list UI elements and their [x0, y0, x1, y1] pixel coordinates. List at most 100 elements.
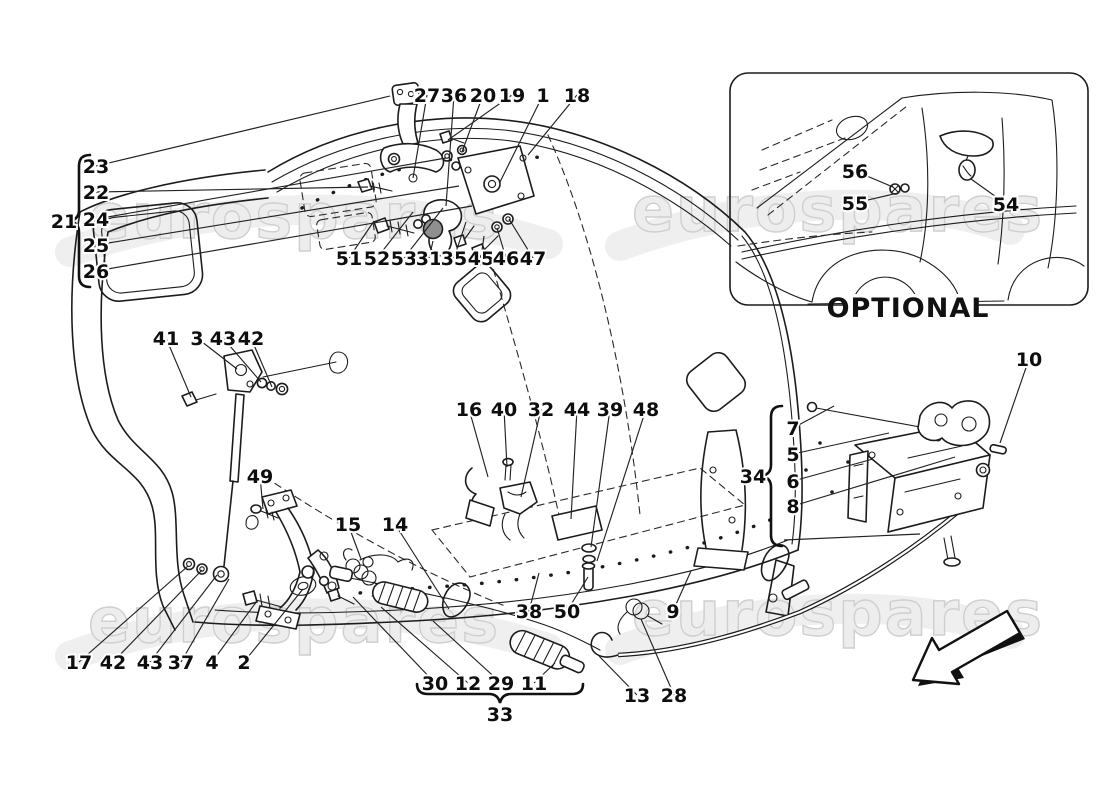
callout-14: 14	[382, 514, 408, 536]
callout-6: 6	[786, 471, 799, 493]
callout-1: 1	[536, 85, 549, 107]
group-braces	[69, 153, 784, 704]
leader-line-7	[792, 405, 835, 429]
callout-18: 18	[564, 85, 590, 107]
callout-40: 40	[491, 399, 517, 421]
leader-line-5	[792, 432, 890, 455]
callout-36: 36	[441, 85, 467, 107]
callout-leader-lines	[78, 94, 1030, 696]
rear-hinge-assembly	[182, 489, 380, 630]
leader-line-49	[259, 475, 264, 510]
callout-56: 56	[842, 161, 868, 183]
callout-15: 15	[335, 514, 361, 536]
watermark-text-1: eurospares	[632, 173, 1044, 246]
leader-line-46	[496, 227, 507, 259]
leader-line-53	[403, 207, 444, 259]
callout-4: 4	[205, 652, 218, 674]
callout-47: 47	[520, 248, 546, 270]
leader-line-16	[468, 408, 489, 478]
callout-35: 35	[441, 248, 467, 270]
callout-38: 38	[516, 601, 542, 623]
group-label-33: 33	[487, 704, 513, 726]
callout-3: 3	[190, 328, 203, 350]
callout-19: 19	[499, 85, 525, 107]
leader-line-44	[570, 408, 578, 520]
callout-25: 25	[83, 235, 109, 257]
callout-2: 2	[237, 652, 250, 674]
callout-46: 46	[493, 248, 519, 270]
leader-line-23	[95, 95, 391, 167]
callout-43: 43	[210, 328, 236, 350]
callout-22: 22	[83, 182, 109, 204]
callout-49: 49	[247, 466, 273, 488]
leader-line-35	[453, 221, 467, 259]
leader-line-47	[508, 218, 534, 259]
leader-line-45	[480, 235, 485, 259]
leader-line-24	[95, 157, 447, 220]
callout-39: 39	[597, 399, 623, 421]
release-lever-assembly	[783, 400, 1007, 567]
callout-42: 42	[100, 652, 126, 674]
callout-23: 23	[83, 156, 109, 178]
leader-line-32	[520, 408, 542, 498]
callout-48: 48	[633, 399, 659, 421]
leader-line-19	[447, 94, 513, 141]
leader-line-56	[854, 170, 894, 188]
rubber-buffer	[422, 218, 444, 240]
callout-31: 31	[416, 248, 442, 270]
callout-51: 51	[336, 248, 362, 270]
group-label-21: 21	[51, 211, 77, 233]
group-label-34: 34	[740, 466, 766, 488]
leader-line-17	[78, 565, 189, 663]
callout-32: 32	[528, 399, 554, 421]
callout-43: 43	[137, 652, 163, 674]
callout-26: 26	[83, 261, 109, 283]
leader-line-41	[165, 337, 192, 398]
leader-line-9	[672, 570, 692, 612]
leader-line-51	[348, 220, 375, 259]
callout-10: 10	[1016, 349, 1042, 371]
leader-line-6	[792, 458, 874, 482]
brace-21	[69, 153, 92, 289]
rivet-dots	[804, 441, 850, 494]
leader-line-27	[412, 94, 428, 179]
leader-line-48	[596, 408, 647, 562]
interconnect-cable-assembly	[318, 554, 601, 674]
leader-line-2	[243, 588, 304, 663]
callout-28: 28	[661, 685, 687, 707]
leader-line-25	[95, 185, 460, 246]
leader-line-42	[250, 337, 273, 388]
leader-line-14	[394, 523, 450, 610]
leader-line-18	[527, 94, 578, 156]
leader-line-28	[640, 618, 675, 696]
gas-strut	[181, 349, 337, 583]
callout-53: 53	[391, 248, 417, 270]
leader-line-36	[445, 94, 455, 207]
leader-line-4	[211, 600, 258, 663]
leader-line-31	[428, 240, 434, 259]
leader-line-39	[590, 408, 611, 548]
callout-44: 44	[564, 399, 590, 421]
callout-16: 16	[456, 399, 482, 421]
callout-50: 50	[554, 601, 580, 623]
leader-line-13	[598, 655, 638, 696]
bonnet-vent-right	[685, 351, 747, 413]
viewing-direction-arrow	[911, 609, 1025, 686]
callout-41: 41	[153, 328, 179, 350]
bonnet-panel	[71, 117, 850, 631]
leader-line-15	[347, 523, 362, 560]
leader-line-30	[352, 596, 436, 684]
callout-24: 24	[83, 209, 109, 231]
leader-line-55	[854, 192, 899, 204]
optional-box: OPTIONAL	[729, 72, 1089, 324]
ferrari-badge	[958, 159, 976, 181]
leader-line-43	[149, 574, 218, 663]
callout-37: 37	[168, 652, 194, 674]
callout-17: 17	[66, 652, 92, 674]
bonnet-vent-left	[452, 263, 512, 323]
optional-car-sketch	[735, 91, 1085, 305]
leader-line-52	[376, 211, 414, 259]
optional-label: OPTIONAL	[827, 293, 990, 324]
callout-30: 30	[422, 673, 448, 695]
